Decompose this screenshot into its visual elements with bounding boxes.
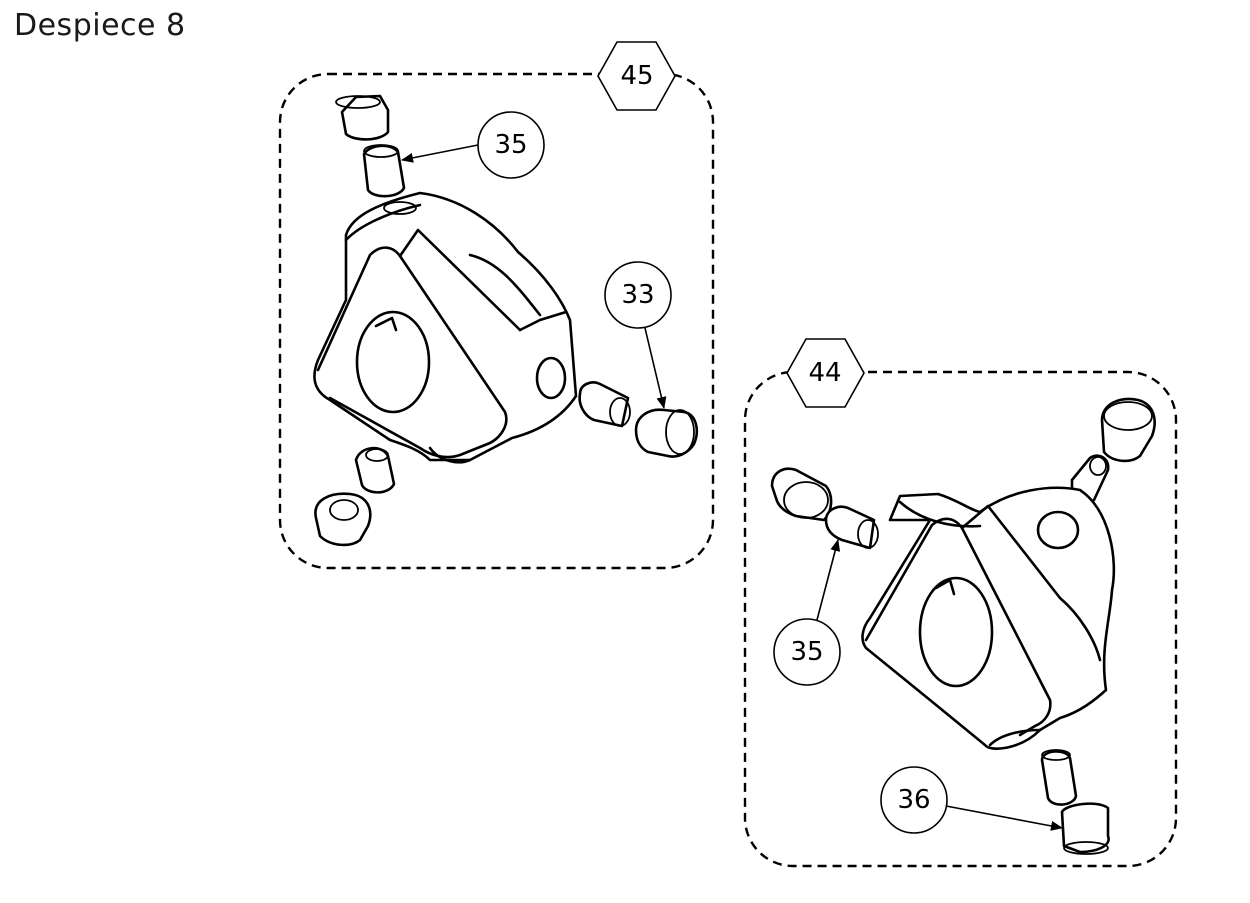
assembly-44-group: 44 [743, 338, 1178, 868]
spacer-side-45 [578, 381, 631, 428]
assembly-44-label: 44 [808, 358, 841, 388]
cap-top-44 [1100, 397, 1156, 463]
spacer-bottom-45 [354, 446, 396, 494]
balloon-33: 33 [604, 261, 672, 409]
svg-text:33: 33 [621, 280, 654, 310]
spacer-top [362, 144, 406, 198]
svg-text:35: 35 [790, 637, 823, 667]
cap-33 [634, 408, 698, 458]
flange-bushing-left-44 [770, 467, 833, 522]
svg-text:35: 35 [494, 130, 527, 160]
assembly-45-boundary [278, 72, 715, 570]
assembly-45-label: 45 [620, 61, 653, 91]
spacer-bottom-44 [1040, 749, 1078, 806]
assembly-44-boundary [743, 370, 1178, 868]
cam-body-44 [861, 486, 1116, 750]
balloon-35-top: 35 [401, 111, 545, 179]
flange-bushing-36 [1060, 802, 1110, 855]
balloon-35-bottom: 35 [773, 539, 841, 686]
svg-text:36: 36 [897, 785, 930, 815]
cam-body-45 [313, 191, 578, 464]
assembly-45-group: 45 [278, 41, 715, 570]
flange-bushing-bottom-45 [314, 492, 372, 547]
balloon-36: 36 [880, 766, 1063, 834]
flange-bushing-top [335, 94, 390, 141]
assembly-44-hexagon [786, 338, 865, 408]
spacer-35-44 [824, 505, 879, 550]
page-title: Despiece 8 [14, 8, 186, 43]
assembly-45-hexagon [597, 41, 676, 111]
